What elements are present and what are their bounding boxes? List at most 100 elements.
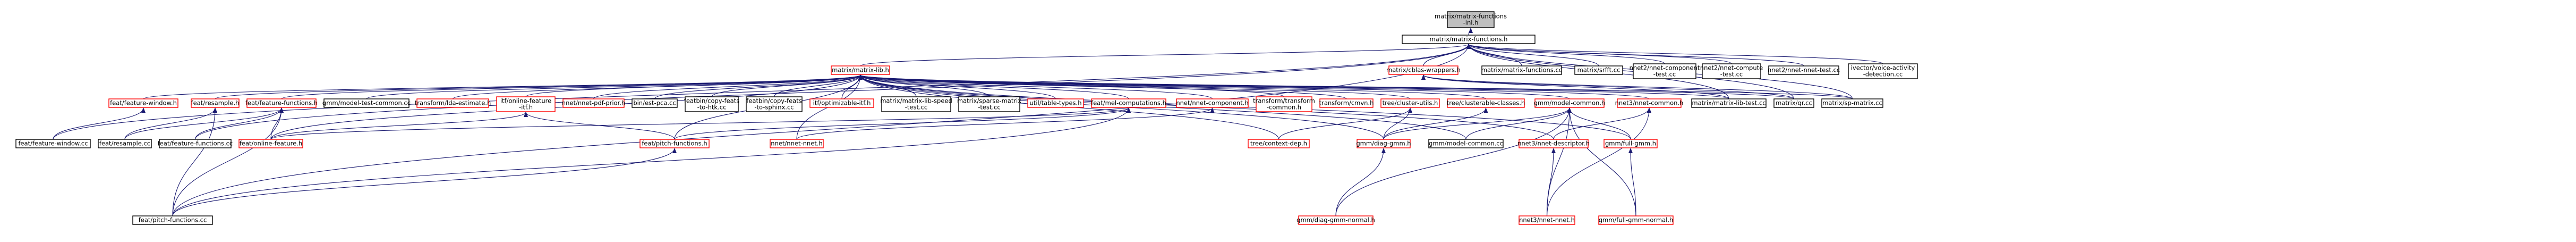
node-matrix-matrix-lib-speed-test-cc[interactable]: matrix/matrix-lib-speed-test.cc	[880, 96, 952, 112]
node-label: nnet3/nnet-descriptor.h	[1517, 140, 1590, 147]
node-transform-transform-common-h[interactable]: transform/transform-common.h	[1253, 96, 1315, 112]
node-label: matrix/srfft.cc	[1577, 66, 1620, 74]
node-feat-feature-window-h[interactable]: feat/feature-window.h	[108, 98, 178, 108]
edge-nnet3nnet-to-nnet3common	[1546, 107, 1651, 216]
node-nnet2-nnet-compute-test-cc[interactable]: nnet2/nnet-compute-test.cc	[1700, 63, 1763, 79]
edge-clusterable-to-mlib	[858, 74, 1487, 99]
node-feat-pitch-functions-h[interactable]: feat/pitch-functions.h	[639, 139, 710, 148]
node-nnet2-nnet-component-test-cc[interactable]: nnet2/nnet-component-test.cc	[1630, 63, 1700, 79]
node-feat-feature-window-cc[interactable]: feat/feature-window.cc	[15, 139, 91, 148]
node-label: feat/resample.h	[191, 99, 240, 107]
graph-nodes: matrix/matrix-functions-inl.hmatrix/matr…	[15, 11, 1918, 225]
edge-copyhtk-to-mlib	[711, 74, 863, 97]
node-gmm-model-common-cc[interactable]: gmm/model-common.cc	[1428, 139, 1504, 148]
node-itf-optimizable-itf-h[interactable]: itf/optimizable-itf.h	[809, 98, 874, 108]
node-ivector-voice-activity-detection-cc[interactable]: ivector/voice-activity-detection.cc	[1848, 63, 1918, 79]
node-box	[809, 98, 874, 108]
node-feat-mel-computations-h[interactable]: feat/mel-computations.h	[1091, 98, 1166, 108]
node-feat-pitch-functions-cc[interactable]: feat/pitch-functions.cc	[132, 215, 213, 225]
node-box	[1702, 63, 1761, 79]
node-feat-resample-cc[interactable]: feat/resample.cc	[98, 139, 152, 148]
node-label: nnet/nnet-pdf-prior.h	[562, 99, 625, 107]
node-matrix-srfft-cc[interactable]: matrix/srfft.cc	[1574, 65, 1623, 75]
node-nnet-nnet-nnet-h[interactable]: nnet/nnet-nnet.h	[770, 139, 824, 148]
node-nnet3-nnet-common-h[interactable]: nnet3/nnet-common.h	[1615, 98, 1684, 108]
node-feat-feature-functions-h[interactable]: feat/feature-functions.h	[245, 98, 318, 108]
edge-onlinefeat_h-to-mfcc_comp	[270, 107, 1131, 140]
node-label: -test.cc	[1720, 71, 1743, 78]
node-transform-cmvn-h[interactable]: transform/cmvn.h	[1319, 98, 1374, 108]
node-box	[685, 96, 739, 112]
node-transform-lda-estimate-h[interactable]: transform/lda-estimate.h	[415, 98, 491, 108]
edge-modelcommon_cc-to-modelcommon	[1465, 107, 1572, 140]
node-matrix-cblas-wrappers-h[interactable]: matrix/cblas-wrappers.h	[1386, 65, 1461, 75]
node-matrix-sp-matrix-cc[interactable]: matrix/sp-matrix.cc	[1821, 98, 1883, 108]
node-gmm-diag-gmm-normal-h[interactable]: gmm/diag-gmm-normal.h	[1296, 215, 1375, 225]
node-label: gmm/model-common.h	[1534, 99, 1606, 107]
node-label: util/table-types.h	[1030, 99, 1082, 107]
node-tree-clusterable-classes-h[interactable]: tree/clusterable-classes.h	[1447, 98, 1525, 108]
node-label: nnet2/nnet-nnet-test.cc	[1768, 66, 1840, 74]
node-featbin-copy-feats-to-htk-cc[interactable]: featbin/copy-feats-to-htk.cc	[684, 96, 739, 112]
node-box	[639, 139, 710, 148]
node-box	[108, 98, 178, 108]
node-label: nnet3/nnet-nnet.h	[1519, 216, 1575, 224]
edge-qrcc-to-blas	[1421, 74, 1795, 99]
node-util-table-types-h[interactable]: util/table-types.h	[1027, 98, 1084, 108]
edge-nnet3nnet-to-nnet3desc	[1546, 148, 1556, 216]
node-gmm-full-gmm-h[interactable]: gmm/full-gmm.h	[1603, 139, 1658, 148]
node-label: -test.cc	[1653, 71, 1676, 78]
edge-diaggmmnormal-to-diaggmm	[1335, 148, 1386, 216]
node-box	[1821, 98, 1883, 108]
node-gmm-model-test-common-cc[interactable]: gmm/model-test-common.cc	[322, 98, 411, 108]
edge-pca-to-mlib	[654, 74, 863, 99]
node-nnet3-nnet-nnet-h[interactable]: nnet3/nnet-nnet.h	[1519, 215, 1575, 225]
node-feat-resample-h[interactable]: feat/resample.h	[191, 98, 240, 108]
node-box	[1319, 98, 1374, 108]
edge-nnetcomp-to-mlib	[858, 74, 1213, 99]
node-label: itf/optimizable-itf.h	[813, 99, 871, 107]
edge-contextdep-to-clusterutils	[1278, 107, 1412, 140]
node-matrix-matrix-lib-test-cc[interactable]: matrix/matrix-lib-test.cc	[1691, 98, 1767, 108]
node-matrix-matrix-lib-h[interactable]: matrix/matrix-lib.h	[831, 65, 890, 75]
node-matrix-matrix-functions-h[interactable]: matrix/matrix-functions.h	[1402, 35, 1536, 44]
node-box	[416, 98, 489, 108]
node-label: feat/mel-computations.h	[1091, 99, 1166, 107]
node-feat-feature-functions-cc[interactable]: feat/feature-functions.cc	[158, 139, 233, 148]
node-matrix-qr-cc[interactable]: matrix/qr.cc	[1773, 98, 1814, 108]
node-box	[831, 65, 890, 75]
node-itf-online-feature-itf-h[interactable]: itf/online-feature-itf.h	[496, 96, 556, 112]
node-label: ivector/voice-activity	[1851, 64, 1915, 72]
node-matrix-matrix-functions-cc[interactable]: matrix/matrix-functions.cc	[1481, 65, 1562, 75]
node-box	[1603, 139, 1658, 148]
node-tree-context-dep-h[interactable]: tree/context-dep.h	[1248, 139, 1310, 148]
node-matrix-sparse-matrix-test-cc[interactable]: matrix/sparse-matrix-test.cc	[957, 96, 1021, 112]
node-box	[1357, 139, 1411, 148]
node-label: feat/online-feature.h	[240, 140, 302, 147]
edge-diaggmm-to-clusterutils	[1383, 107, 1412, 140]
node-feat-online-feature-h[interactable]: feat/online-feature.h	[238, 139, 303, 148]
node-nnet-nnet-component-h[interactable]: nnet/nnet-component.h	[1176, 98, 1249, 108]
node-tree-cluster-utils-h[interactable]: tree/cluster-utils.h	[1380, 98, 1440, 108]
node-label: matrix/matrix-lib-test.cc	[1692, 99, 1765, 107]
node-label: feat/feature-window.cc	[18, 140, 88, 147]
node-gmm-diag-gmm-h[interactable]: gmm/diag-gmm.h	[1356, 139, 1411, 148]
node-gmm-model-common-h[interactable]: gmm/model-common.h	[1534, 98, 1606, 108]
dependency-edges	[53, 28, 1883, 216]
edge-nnetpdf-to-mlib	[593, 74, 863, 99]
node-label: -to-sphinx.cc	[754, 104, 794, 111]
edge-tabletypes-to-mlib	[858, 74, 1056, 99]
node-gmm-full-gmm-normal-h[interactable]: gmm/full-gmm-normal.h	[1598, 215, 1674, 225]
node-bin-est-pca-cc[interactable]: bin/est-pca.cc	[632, 98, 678, 108]
node-nnet-nnet-pdf-prior-h[interactable]: nnet/nnet-pdf-prior.h	[562, 98, 625, 108]
node-label: -detection.cc	[1863, 71, 1903, 78]
node-nnet2-nnet-nnet-test-cc[interactable]: nnet2/nnet-nnet-test.cc	[1768, 65, 1840, 75]
node-label: -test.cc	[905, 104, 928, 111]
node-nnet3-nnet-descriptor-h[interactable]: nnet3/nnet-descriptor.h	[1517, 139, 1590, 148]
node-featbin-copy-feats-to-sphinx-cc[interactable]: featbin/copy-feats-to-sphinx.cc	[746, 96, 803, 112]
node-box	[1428, 139, 1504, 148]
node-box	[1091, 98, 1166, 108]
edge-gmmtest-to-mlib	[366, 74, 863, 99]
edge-pitchfunc_cc-to-mfcc_comp	[172, 107, 1131, 216]
